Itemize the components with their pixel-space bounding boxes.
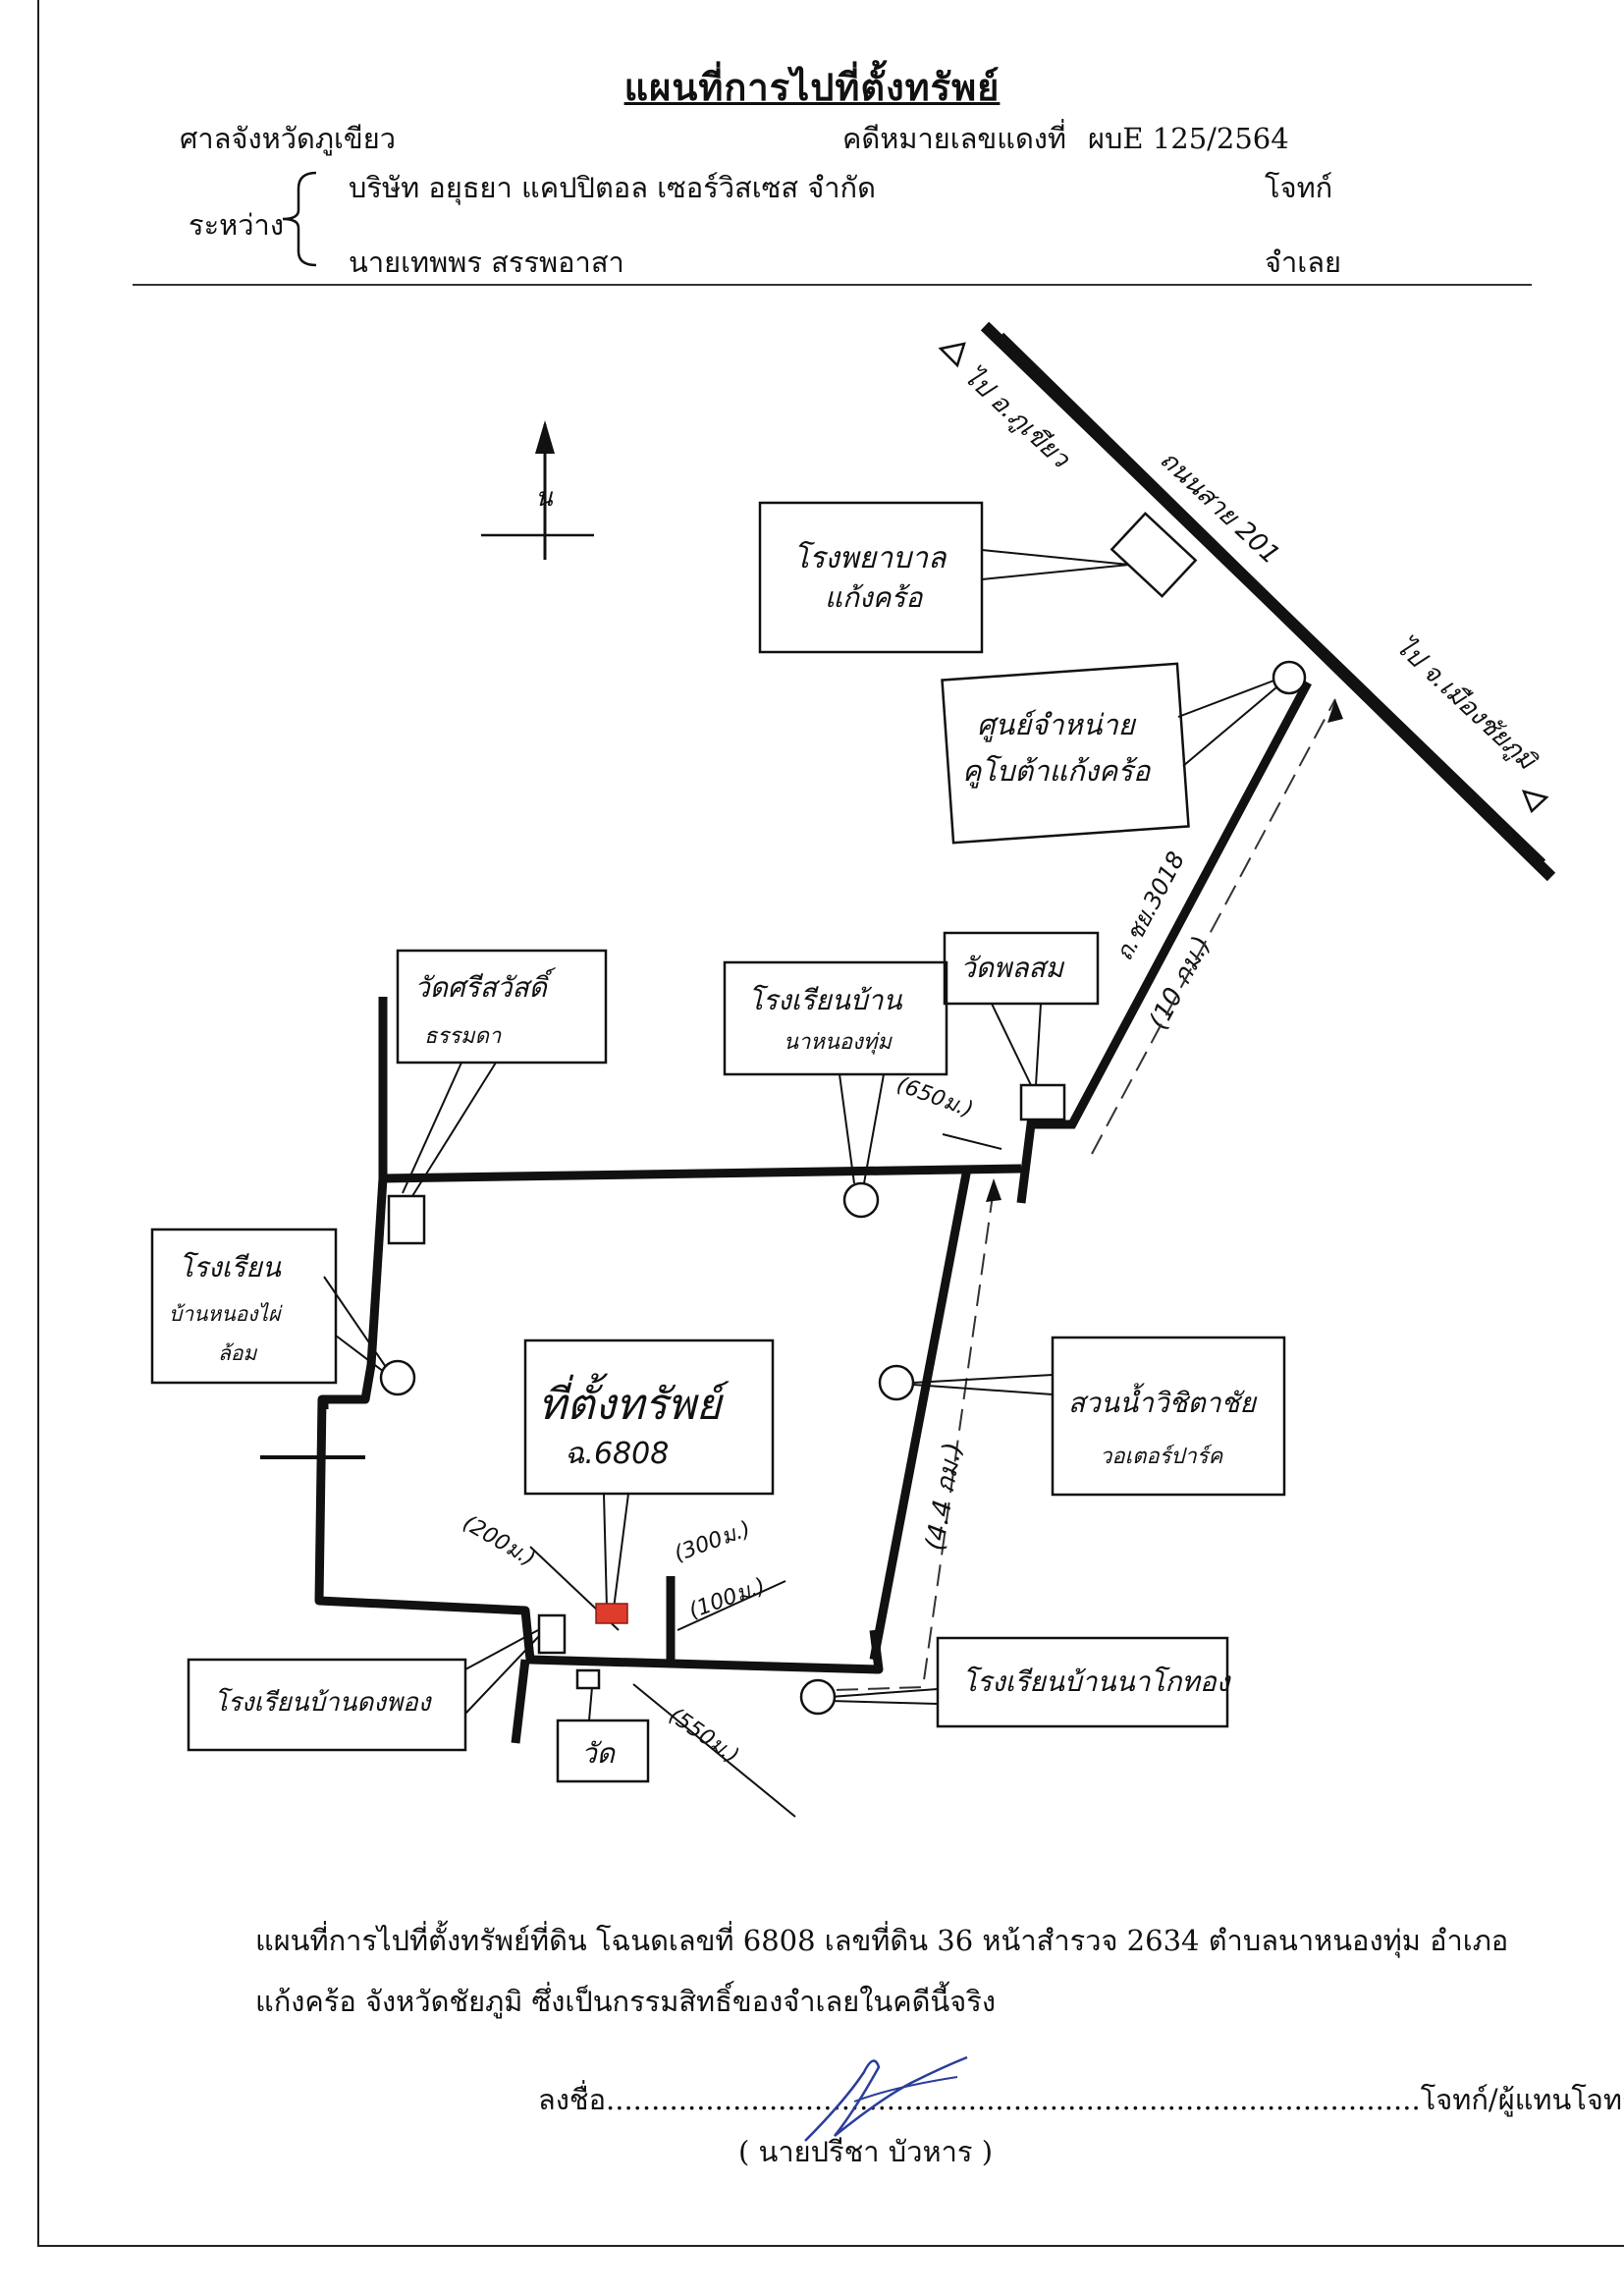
wat-phon-som-label: วัดพลสม xyxy=(960,952,1065,984)
distance-100m-label: (100ม.) xyxy=(686,1574,769,1624)
distance-4-4km-label: (4.4 กม.) xyxy=(920,1441,968,1554)
school-na-kok-thong-label: โรงเรียนบ้านนาโกทอง xyxy=(962,1666,1232,1698)
distance-200m-label: (200ม.) xyxy=(459,1511,539,1572)
wat-sri-sawat-label-1: วัดศรีสวัสดิ์ xyxy=(414,967,556,1004)
leader-100m xyxy=(677,1580,786,1631)
water-park-label-1: สวนน้ำวิชิตาชัย xyxy=(1068,1383,1257,1419)
village-roads xyxy=(314,997,1022,1744)
to-chaiyaphum-label: ไป จ.เมืองชัยภูมิ xyxy=(1389,630,1543,777)
signature-line: ลงชื่อ..................................… xyxy=(538,2077,1624,2122)
school-na-nong-thum-landmark: โรงเรียนบ้าน นาหนองทุ่ม xyxy=(723,960,948,1219)
header-divider xyxy=(133,284,1532,286)
signer-name: ( นายปรีชา บัวหาร ) xyxy=(738,2135,994,2168)
page-frame xyxy=(37,0,1624,2247)
case-number: ผบE 125/2564 xyxy=(1088,122,1289,155)
hospital-label-2: แก้งคร้อ xyxy=(825,581,923,614)
school-nong-phai-label-1: โรงเรียน xyxy=(179,1251,282,1284)
school-dong-phong-landmark: โรงเรียนบ้านดงพอง xyxy=(187,1613,567,1752)
arrow-to-phukhieo-icon xyxy=(938,342,966,368)
handwritten-signature xyxy=(804,2055,968,2142)
between-label: ระหว่าง xyxy=(189,208,284,242)
to-phukhieo-label: ไป อ.ภูเขียว xyxy=(957,360,1076,474)
distance-650m-label: (650ม.) xyxy=(893,1072,976,1122)
signature-dots: ........................................… xyxy=(606,2083,1421,2116)
hospital-label-1: โรงพยาบาล xyxy=(793,540,947,575)
page-title: แผนที่การไปที่ตั้งทรัพย์ xyxy=(623,65,1001,109)
plaintiff-role: โจทก์ xyxy=(1265,171,1333,204)
leader-550m xyxy=(632,1683,796,1818)
kubota-label-2: คูโบต้าแก้งคร้อ xyxy=(962,754,1152,789)
plaintiff-name: บริษัท อยุธยา แคปปิตอล เซอร์วิสเซส จำกัด xyxy=(349,171,876,204)
kubota-landmark: ศูนย์จำหน่าย คูโบต้าแก้งคร้อ xyxy=(941,660,1307,845)
school-nong-phai-landmark: โรงเรียน บ้านหนองไผ่ ล้อม xyxy=(150,1228,416,1396)
property-landmark: ที่ตั้งทรัพย์ ฉ.6808 xyxy=(523,1338,775,1624)
road-3018 xyxy=(1016,680,1312,1204)
case-label: คดีหมายเลขแดงที่ xyxy=(842,122,1067,155)
property-label-1: ที่ตั้งทรัพย์ xyxy=(538,1373,730,1430)
school-na-nong-thum-label-1: โรงเรียนบ้าน xyxy=(748,984,902,1016)
defendant-name: นายเทพพร สรรพอาสา xyxy=(349,246,624,279)
map-description: แผนที่การไปที่ตั้งทรัพย์ที่ดิน โฉนดเลขที… xyxy=(255,1924,1509,2018)
highway-201 xyxy=(980,321,1556,882)
road-3018-label: ถ.ชย.3018 xyxy=(1110,847,1191,965)
distance-300m-label: (300ม.) xyxy=(672,1517,754,1567)
school-na-nong-thum-label-2: นาหนองทุ่ม xyxy=(784,1030,893,1055)
north-label: น xyxy=(535,483,554,513)
defendant-role: จำเลย xyxy=(1265,246,1341,279)
wat-sri-sawat-label-2: ธรรมดา xyxy=(424,1024,502,1049)
court-name: ศาลจังหวัดภูเขียว xyxy=(180,122,396,155)
signature-role: โจทก์/ผู้แทนโจทก์ xyxy=(1420,2083,1624,2116)
leader-650m xyxy=(942,1133,1002,1150)
route-dashed-4-4km xyxy=(804,1178,1001,1692)
wat-phon-som-landmark: วัดพลสม xyxy=(943,931,1100,1121)
signature-prefix: ลงชื่อ xyxy=(538,2083,607,2116)
brace-icon xyxy=(282,171,317,267)
water-park-label-2: วอเตอร์ปาร์ค xyxy=(1100,1444,1224,1469)
school-na-kok-thong-landmark: โรงเรียนบ้านนาโกทอง xyxy=(799,1636,1232,1728)
wat-landmark: วัด xyxy=(556,1668,650,1783)
route-dashed-10km xyxy=(1091,698,1343,1155)
water-park-landmark: สวนน้ำวิชิตาชัย วอเตอร์ปาร์ค xyxy=(878,1336,1286,1497)
location-map: น ถนนสาย 201 ไป อ.ภูเขียว ไป จ.เมืองชัยภ… xyxy=(150,321,1556,1818)
wat-sri-sawat-landmark: วัดศรีสวัสดิ์ ธรรมดา xyxy=(387,949,608,1245)
kubota-label-1: ศูนย์จำหน่าย xyxy=(977,708,1137,742)
distance-550m-label: (550ม.) xyxy=(665,1703,743,1769)
property-marker xyxy=(595,1603,628,1624)
distance-10km-label: (10 กม.) xyxy=(1144,931,1218,1034)
school-dong-phong-label: โรงเรียนบ้านดงพอง xyxy=(214,1687,433,1718)
north-arrow-icon: น xyxy=(481,420,594,560)
wat-label: วัด xyxy=(581,1737,617,1770)
arrow-to-chaiyaphum-icon xyxy=(1521,790,1549,814)
school-nong-phai-label-3: ล้อม xyxy=(218,1341,257,1365)
hospital-landmark: โรงพยาบาล แก้งคร้อ xyxy=(758,501,1198,654)
property-label-2: ฉ.6808 xyxy=(565,1437,669,1471)
school-nong-phai-label-2: บ้านหนองไผ่ xyxy=(169,1302,283,1326)
